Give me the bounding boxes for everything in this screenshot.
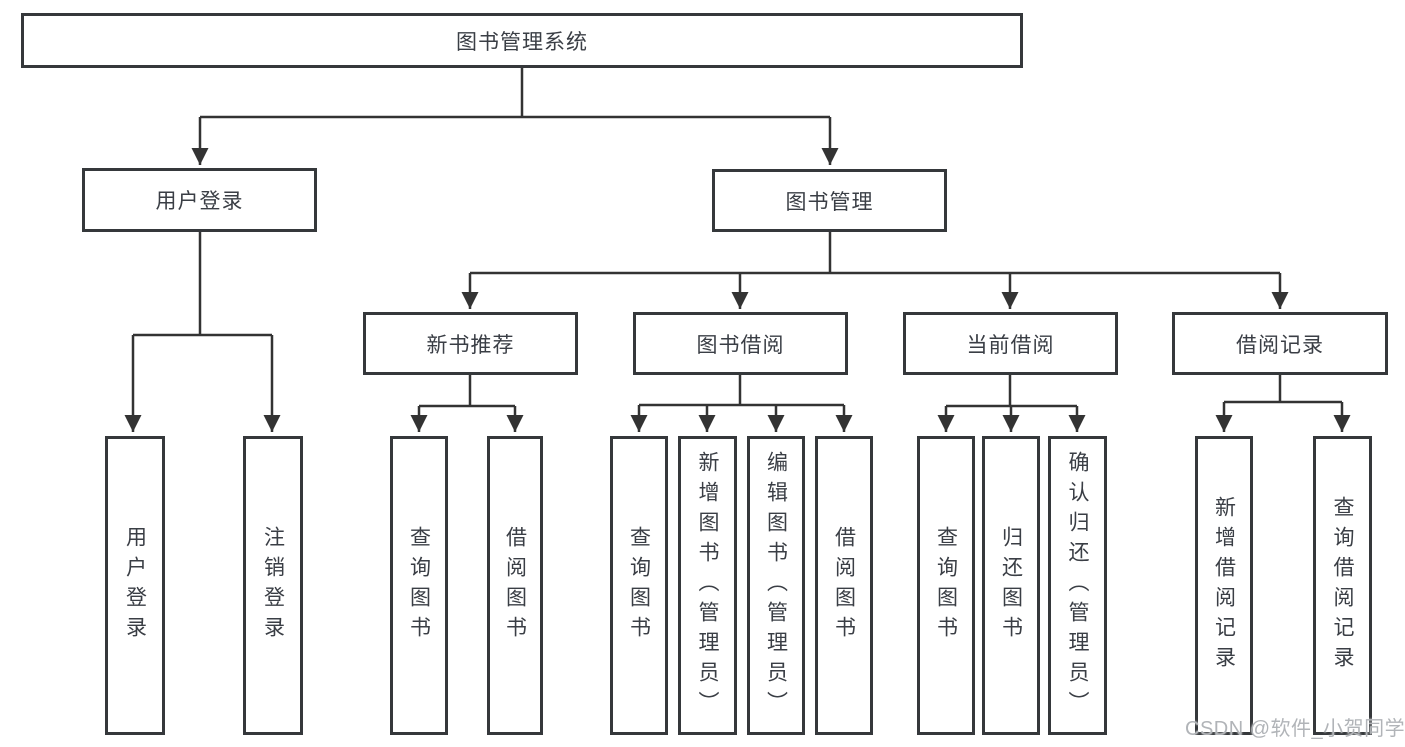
leaf-user-login: 用户登录: [105, 436, 165, 735]
leaf-return-book: 归还图书: [982, 436, 1040, 735]
node-book-management: 图书管理: [712, 169, 947, 232]
node-label: 借阅记录: [1236, 333, 1324, 357]
leaf-label: 注销登录: [261, 525, 285, 646]
leaf-query-books-current: 查询图书: [917, 436, 975, 735]
leaf-logout: 注销登录: [243, 436, 303, 735]
leaf-query-books-borrowing: 查询图书: [610, 436, 668, 735]
leaf-label: 借阅图书: [832, 525, 856, 646]
leaf-borrow-books-recommend: 借阅图书: [487, 436, 543, 735]
leaf-label: 新增借阅记录: [1212, 495, 1236, 676]
leaf-query-borrow-record: 查询借阅记录: [1313, 436, 1372, 735]
node-label: 图书借阅: [696, 333, 785, 357]
leaf-label: 查询图书: [934, 525, 958, 646]
leaf-add-book-admin: 新增图书（管理员）: [678, 436, 737, 735]
node-current-borrowing: 当前借阅: [903, 312, 1118, 375]
node-new-book-recommendation: 新书推荐: [363, 312, 578, 375]
leaf-label: 用户登录: [123, 525, 147, 646]
leaf-label: 确认归还（管理员）: [1066, 450, 1089, 721]
node-book-management-system: 图书管理系统: [21, 13, 1023, 68]
leaf-label: 归还图书: [999, 525, 1023, 646]
node-label: 用户登录: [155, 190, 244, 213]
node-book-borrowing: 图书借阅: [633, 312, 848, 375]
node-label: 新书推荐: [426, 333, 515, 357]
leaf-query-books-recommend: 查询图书: [390, 436, 448, 735]
leaf-borrow-books-borrowing: 借阅图书: [815, 436, 873, 735]
leaf-label: 编辑图书（管理员）: [764, 450, 788, 721]
node-label: 当前借阅: [966, 333, 1055, 357]
node-label: 图书管理: [785, 190, 874, 214]
node-user-login: 用户登录: [82, 168, 317, 232]
leaf-add-borrow-record: 新增借阅记录: [1195, 436, 1253, 735]
node-borrowing-records: 借阅记录: [1172, 312, 1388, 375]
leaf-label: 查询图书: [627, 525, 651, 646]
leaf-label: 查询借阅记录: [1331, 495, 1354, 676]
leaf-edit-book-admin: 编辑图书（管理员）: [747, 436, 805, 735]
leaf-label: 查询图书: [407, 525, 431, 646]
leaf-label: 新增图书（管理员）: [696, 450, 719, 721]
leaf-confirm-return-admin: 确认归还（管理员）: [1048, 436, 1107, 735]
csdn-watermark: CSDN @软件_小贺同学: [1185, 718, 1405, 740]
node-label: 图书管理系统: [456, 30, 588, 54]
leaf-label: 借阅图书: [503, 525, 527, 646]
